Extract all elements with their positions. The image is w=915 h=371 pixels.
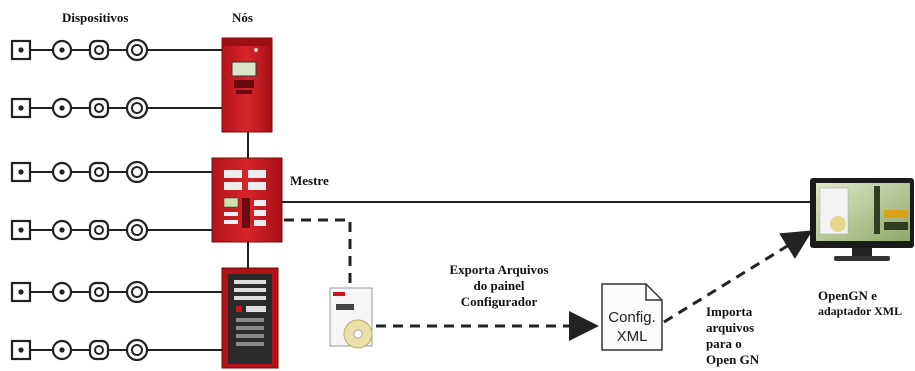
export-label-line2: do painel xyxy=(473,278,525,293)
export-dashed-path xyxy=(284,218,352,286)
export-label-line3: Configurador xyxy=(460,294,538,309)
rounded-square-device-icon-inner xyxy=(94,103,104,113)
ring-device-icon-inner xyxy=(131,344,143,356)
import-label-line3: para o xyxy=(706,336,742,351)
cd-case-icon xyxy=(329,287,373,349)
node-panel-top xyxy=(221,37,273,133)
circle-dot-device-icon-dot xyxy=(59,169,65,175)
rounded-square-device-icon-inner xyxy=(94,345,104,355)
export-label: Exporta Arquivos do painel Configurador xyxy=(424,262,574,310)
import-label-line1: Importa xyxy=(706,304,753,319)
square-dot-device-icon-dot xyxy=(18,105,24,111)
ring-device-icon-inner xyxy=(131,44,143,56)
opengn-label-line1: OpenGN e xyxy=(818,288,877,303)
ring-device-icon-inner xyxy=(131,286,143,298)
circle-dot-device-icon-dot xyxy=(59,347,65,353)
square-dot-device-icon-dot xyxy=(18,169,24,175)
import-label-line4: Open GN xyxy=(706,352,760,367)
circle-dot-device-icon-dot xyxy=(59,227,65,233)
opengn-label-line2: adaptador XML xyxy=(818,304,903,318)
node-panel-bottom xyxy=(221,267,279,369)
square-dot-device-icon-dot xyxy=(18,227,24,233)
nodes-header: Nós xyxy=(232,10,253,25)
ring-device-icon-inner xyxy=(131,224,143,236)
opengn-label: OpenGN e adaptador XML xyxy=(818,288,902,319)
device-rows xyxy=(10,38,222,362)
circle-dot-device-icon-dot xyxy=(59,105,65,111)
rounded-square-device-icon-inner xyxy=(94,167,104,177)
export-label-line1: Exporta Arquivos xyxy=(449,262,549,277)
import-label-line2: arquivos xyxy=(706,320,755,335)
devices-header: Dispositivos xyxy=(62,10,129,25)
circle-dot-device-icon-dot xyxy=(59,47,65,53)
import-arrow xyxy=(663,230,813,324)
master-panel xyxy=(211,157,283,243)
config-xml-line1: Config. xyxy=(608,309,656,326)
ring-device-icon-inner xyxy=(131,166,143,178)
config-xml-document: Config. XML xyxy=(601,283,663,351)
rounded-square-device-icon-inner xyxy=(94,225,104,235)
square-dot-device-icon-dot xyxy=(18,47,24,53)
square-dot-device-icon-dot xyxy=(18,347,24,353)
ring-device-icon-inner xyxy=(131,102,143,114)
circle-dot-device-icon-dot xyxy=(59,289,65,295)
config-xml-line2: XML xyxy=(617,328,648,345)
rounded-square-device-icon-inner xyxy=(94,287,104,297)
square-dot-device-icon-dot xyxy=(18,289,24,295)
import-label: Importa arquivos para o Open GN xyxy=(706,304,759,368)
master-label: Mestre xyxy=(290,173,329,188)
monitor-icon xyxy=(810,178,914,261)
rounded-square-device-icon-inner xyxy=(94,45,104,55)
